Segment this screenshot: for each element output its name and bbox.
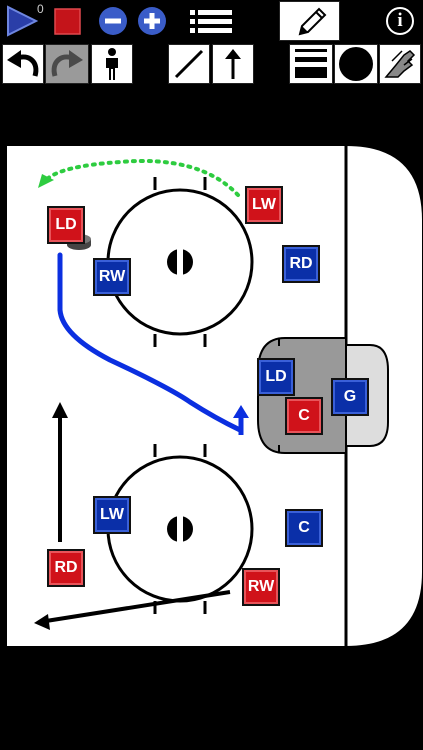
move-arrowhead-left bbox=[52, 402, 68, 418]
pass-line bbox=[44, 158, 240, 197]
redo-icon bbox=[51, 50, 83, 77]
redo-button[interactable] bbox=[45, 44, 89, 84]
player-blue-rd[interactable]: RD bbox=[282, 245, 320, 283]
draw-button[interactable] bbox=[279, 1, 340, 41]
arrow-icon bbox=[225, 49, 241, 79]
player-red-rw[interactable]: RW bbox=[242, 568, 280, 606]
info-button[interactable]: i bbox=[386, 7, 414, 35]
player-red-ld[interactable]: LD bbox=[47, 206, 85, 244]
zoom-out-button[interactable] bbox=[98, 6, 128, 36]
puck-button[interactable] bbox=[334, 44, 378, 84]
player-blue-ld[interactable]: LD bbox=[257, 358, 295, 396]
player-red-lw[interactable]: LW bbox=[245, 186, 283, 224]
menu-icon bbox=[190, 10, 232, 33]
line-tool-button[interactable] bbox=[168, 44, 210, 84]
eraser-hand-icon bbox=[384, 50, 416, 78]
pass-arrowhead bbox=[38, 174, 54, 188]
player-blue-rw[interactable]: RW bbox=[93, 258, 131, 296]
line-weight-button[interactable] bbox=[289, 44, 333, 84]
zoom-in-button[interactable] bbox=[137, 6, 167, 36]
puck-icon bbox=[339, 47, 373, 81]
player-red-c[interactable]: C bbox=[285, 397, 323, 435]
move-line-bottom bbox=[45, 590, 231, 623]
player-blue-lw[interactable]: LW bbox=[93, 496, 131, 534]
undo-icon bbox=[7, 50, 39, 77]
play-icon bbox=[7, 5, 39, 37]
stop-button[interactable] bbox=[54, 8, 81, 35]
play-button[interactable] bbox=[4, 4, 39, 38]
skate-line bbox=[57, 252, 243, 433]
add-player-button[interactable] bbox=[91, 44, 133, 84]
skate-arrowhead bbox=[233, 405, 249, 418]
menu-button[interactable] bbox=[188, 8, 234, 36]
line-weight-icon bbox=[295, 49, 327, 78]
play-counter: 0 bbox=[37, 2, 44, 16]
top-toolbar: 0 i bbox=[0, 0, 423, 42]
player-icon bbox=[106, 48, 118, 80]
zoom-out-icon bbox=[99, 7, 127, 35]
arrow-tool-button[interactable] bbox=[212, 44, 254, 84]
player-blue-c[interactable]: C bbox=[285, 509, 323, 547]
eraser-button[interactable] bbox=[379, 44, 421, 84]
stop-icon bbox=[54, 8, 81, 35]
player-blue-g[interactable]: G bbox=[331, 378, 369, 416]
player-red-rd[interactable]: RD bbox=[47, 549, 85, 587]
info-icon: i bbox=[397, 10, 403, 31]
undo-button[interactable] bbox=[2, 44, 44, 84]
line-icon bbox=[174, 49, 204, 79]
zoom-in-icon bbox=[138, 7, 166, 35]
move-arrowhead-bottom bbox=[34, 614, 50, 630]
pencil-icon bbox=[298, 7, 326, 36]
